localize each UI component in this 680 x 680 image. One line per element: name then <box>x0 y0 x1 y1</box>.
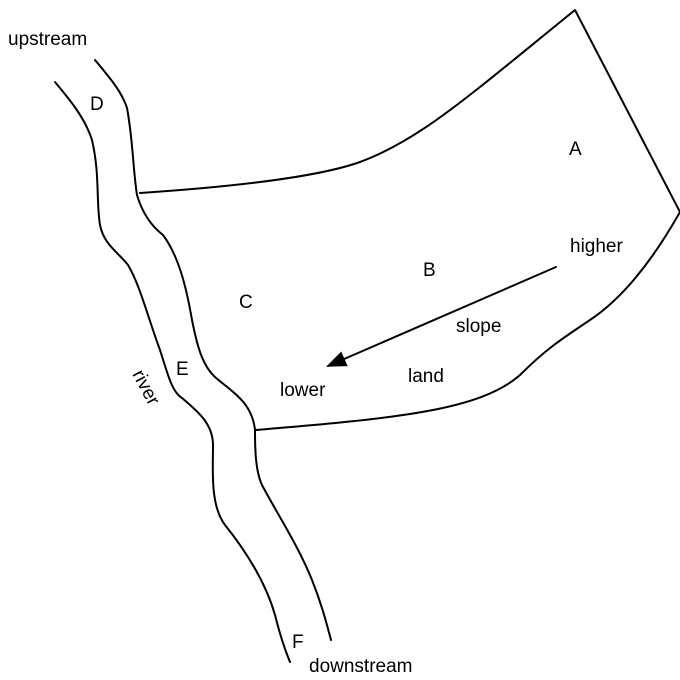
slope-arrow <box>326 266 557 367</box>
land-label: land <box>408 366 444 387</box>
downstream-label: downstream <box>309 656 413 677</box>
river-left-bank <box>54 81 291 663</box>
river-right-bank <box>94 59 332 641</box>
point-b-label: B <box>423 260 436 281</box>
upstream-label: upstream <box>8 29 87 50</box>
point-d-label: D <box>90 94 104 115</box>
point-a-label: A <box>569 139 582 160</box>
point-f-label: F <box>292 632 304 653</box>
point-c-label: C <box>239 292 253 313</box>
point-e-label: E <box>176 359 189 380</box>
slope-label: slope <box>456 316 501 337</box>
land-boundary <box>139 9 680 431</box>
river-label: river <box>128 366 164 409</box>
higher-label: higher <box>570 236 623 257</box>
lower-label: lower <box>280 380 326 401</box>
